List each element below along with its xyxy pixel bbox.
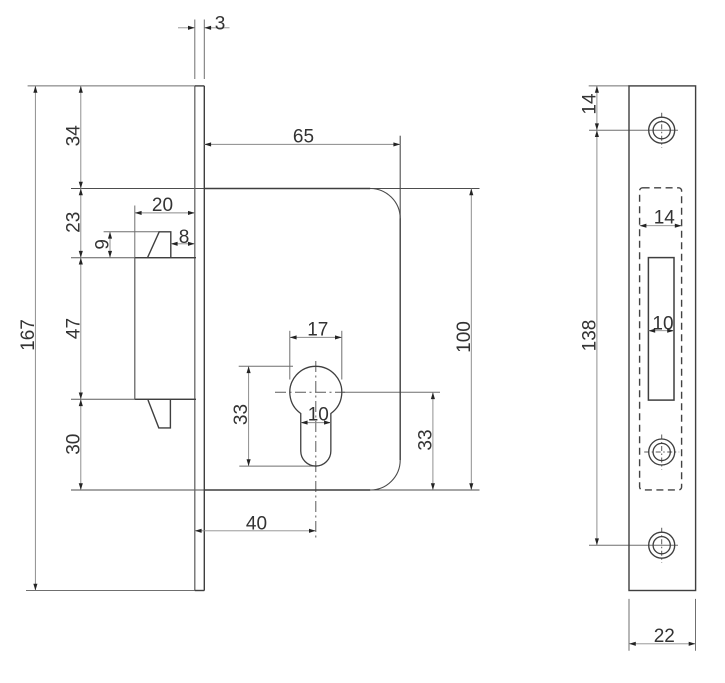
svg-text:23: 23 xyxy=(63,212,84,233)
svg-text:65: 65 xyxy=(293,127,314,148)
svg-text:22: 22 xyxy=(654,626,675,647)
svg-text:14: 14 xyxy=(580,93,601,115)
svg-text:100: 100 xyxy=(454,321,475,353)
svg-text:20: 20 xyxy=(152,195,173,216)
svg-text:8: 8 xyxy=(179,227,190,248)
svg-text:167: 167 xyxy=(18,319,39,351)
svg-text:10: 10 xyxy=(308,404,329,425)
svg-text:47: 47 xyxy=(63,318,84,339)
svg-text:40: 40 xyxy=(246,513,267,534)
svg-text:138: 138 xyxy=(580,320,601,352)
svg-text:14: 14 xyxy=(654,208,676,229)
svg-text:30: 30 xyxy=(63,434,84,455)
svg-text:9: 9 xyxy=(93,239,114,250)
svg-text:34: 34 xyxy=(63,125,84,147)
svg-text:33: 33 xyxy=(231,404,252,425)
svg-text:10: 10 xyxy=(652,314,673,335)
svg-text:17: 17 xyxy=(307,320,328,341)
svg-text:3: 3 xyxy=(215,14,226,35)
svg-text:33: 33 xyxy=(416,429,437,450)
